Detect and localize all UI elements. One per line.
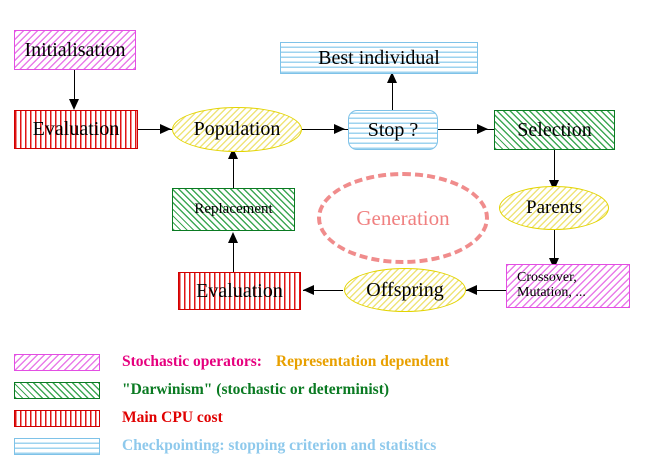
- legend-label-darwinism: "Darwinism" (stochastic or determinist): [122, 381, 390, 398]
- legend-row: Stochastic operators: Representation depe…: [14, 350, 449, 374]
- node-population-label: Population: [193, 118, 281, 140]
- legend-label-main-cpu-cost: Main CPU cost: [122, 409, 223, 426]
- node-best-individual-label: Best individual: [318, 46, 440, 69]
- node-initialisation-label: Initialisation: [24, 38, 126, 61]
- edge-offspring-to-eval: [303, 290, 343, 292]
- node-offspring[interactable]: Offspring: [344, 268, 466, 312]
- arrowhead-replacement-to-population: [228, 148, 238, 159]
- node-evaluation-top[interactable]: Evaluation: [14, 110, 138, 149]
- arrowhead-init-to-eval: [69, 99, 79, 110]
- edge-init-to-eval: [74, 70, 76, 102]
- legend-row: Main CPU cost: [14, 406, 223, 430]
- arrowhead-stop-to-best: [387, 72, 397, 83]
- edge-stop-to-selection: [437, 129, 497, 131]
- node-selection-label: Selection: [517, 118, 592, 141]
- arrowhead-parents-to-operators: [549, 258, 559, 269]
- arrowhead-operators-to-offspring: [466, 285, 477, 295]
- edge-eval-to-replacement: [233, 236, 235, 274]
- legend-swatch-darwinism: [14, 381, 100, 399]
- arrowhead-stop-to-selection: [477, 124, 488, 134]
- arrowhead-offspring-to-eval: [303, 285, 314, 295]
- arrowhead-eval-to-population: [160, 124, 171, 134]
- legend-row: "Darwinism" (stochastic or determinist): [14, 378, 389, 402]
- node-parents[interactable]: Parents: [499, 186, 609, 230]
- node-evaluation-bottom-label: Evaluation: [196, 279, 283, 302]
- legend-swatch-stochastic-operators: [14, 353, 100, 371]
- legend-label-representation-dependent: Representation dependent: [275, 353, 450, 370]
- legend-text-group: Main CPU cost: [122, 409, 223, 427]
- legend-swatch-checkpointing: [14, 437, 100, 455]
- edge-stop-to-best: [392, 74, 394, 112]
- legend-text-group: Checkpointing: stopping criterion and st…: [122, 437, 436, 455]
- edge-parents-to-operators: [554, 230, 556, 264]
- node-operators-line2: Mutation, ...: [517, 285, 586, 300]
- node-initialisation[interactable]: Initialisation: [14, 30, 136, 70]
- legend-row: Checkpointing: stopping criterion and st…: [14, 434, 436, 458]
- legend-text-group: Stochastic operators: Representation depe…: [122, 353, 449, 371]
- generation-label: Generation: [356, 205, 450, 230]
- node-evaluation-top-label: Evaluation: [32, 118, 120, 140]
- edge-replacement-to-population: [233, 152, 235, 190]
- node-selection[interactable]: Selection: [494, 110, 615, 150]
- node-replacement-label: Replacement: [194, 200, 273, 217]
- node-variation-operators[interactable]: Crossover, Mutation, ...: [506, 264, 630, 308]
- node-offspring-label: Offspring: [366, 278, 444, 301]
- generation-cycle-ellipse: Generation: [317, 172, 489, 264]
- legend-swatch-main-cpu-cost: [14, 409, 100, 427]
- arrowhead-population-to-stop: [334, 124, 345, 134]
- edge-selection-to-parents: [554, 150, 556, 184]
- edge-population-to-stop: [300, 129, 352, 131]
- node-operators-line1: Crossover,: [517, 270, 577, 286]
- node-stop-label: Stop ?: [367, 118, 419, 141]
- arrowhead-eval-to-replacement: [228, 232, 238, 243]
- node-parents-label: Parents: [526, 197, 582, 219]
- legend-label-stochastic-operators: Stochastic operators:: [122, 353, 262, 370]
- node-best-individual[interactable]: Best individual: [280, 42, 478, 74]
- edge-operators-to-offspring: [466, 290, 506, 292]
- legend-text-group: "Darwinism" (stochastic or determinist): [122, 381, 389, 399]
- node-evaluation-bottom[interactable]: Evaluation: [178, 272, 301, 310]
- legend-label-checkpointing: Checkpointing: stopping criterion and st…: [122, 437, 437, 454]
- node-population[interactable]: Population: [172, 107, 302, 152]
- legend: Stochastic operators: Representation depe…: [0, 340, 670, 465]
- node-replacement[interactable]: Replacement: [172, 188, 295, 231]
- edge-eval-to-population: [138, 129, 174, 131]
- node-stop[interactable]: Stop ?: [348, 110, 438, 150]
